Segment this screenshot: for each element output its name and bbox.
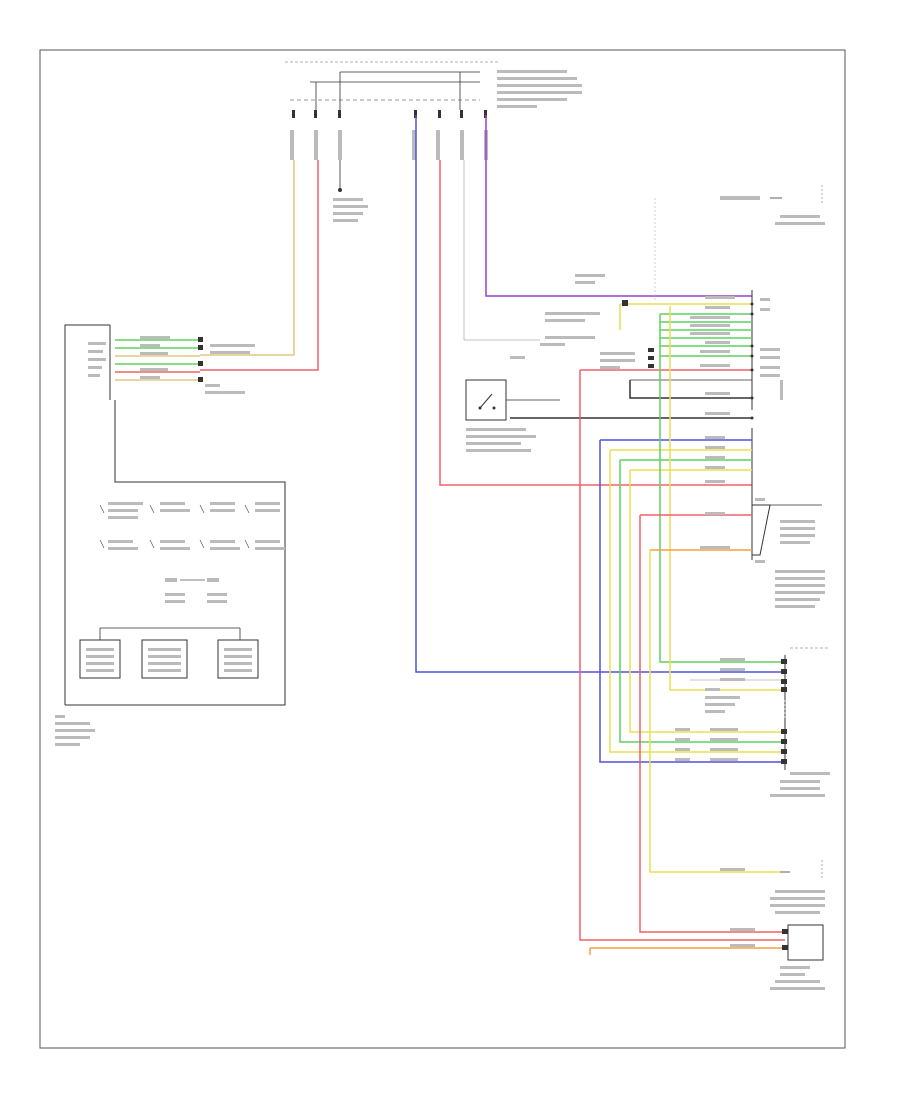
motor-box-center [141,639,188,679]
motor-box-left [79,639,121,679]
wire-blue-long [415,115,785,673]
motor-box-right [217,639,259,679]
multifunction-steering-wheel [752,504,825,608]
wire-tan [200,160,295,356]
lower-sensor [770,860,825,914]
wire-bundle-right [579,304,785,955]
wire-violet [485,115,752,297]
steering-column-module [510,290,783,560]
wire-gray [463,160,540,341]
bundle-labels [675,436,765,947]
wire-red-left [200,160,319,371]
diagram-frame [39,49,846,1049]
switch-icon [478,393,496,410]
connector-icon [622,300,654,368]
fuse-relay-box [285,61,582,160]
instrument-cluster [770,647,830,797]
center-labels [510,274,635,369]
switch-grid [99,504,250,581]
brake-light-switch [465,379,560,452]
fuse-label-block [497,70,582,108]
bottom-right-module [770,924,825,990]
wire-red-center [439,160,752,486]
ground-icon [333,160,368,222]
steering-angle-sensor [654,185,825,300]
sunroof-control-module [55,324,286,746]
